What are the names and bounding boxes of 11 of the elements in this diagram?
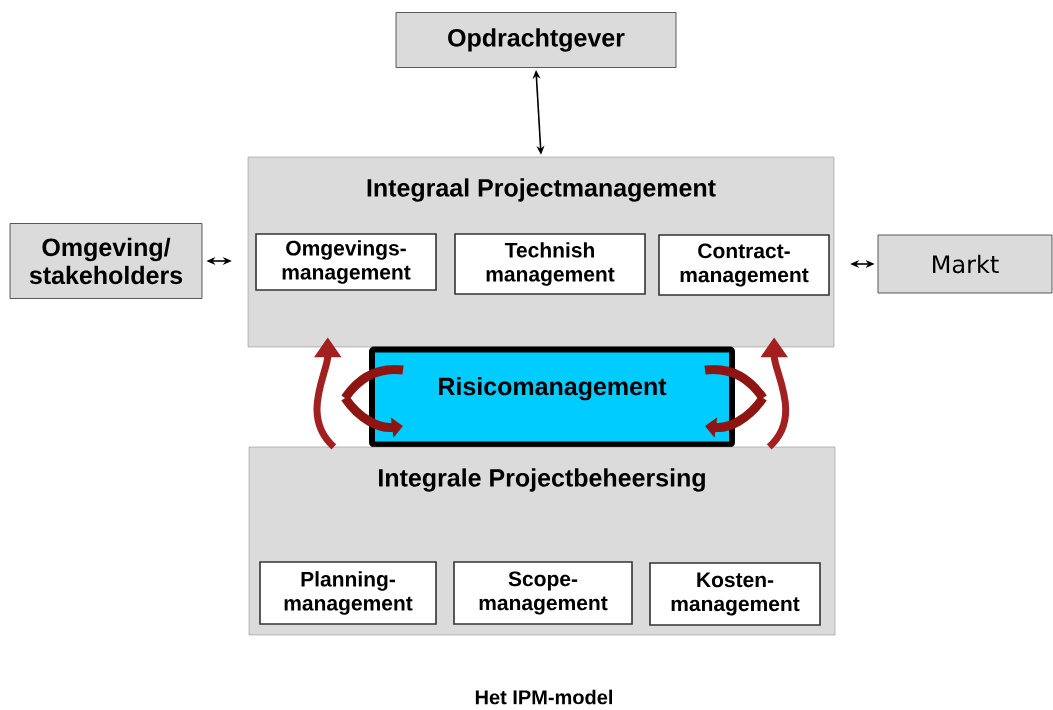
discipline-box: Technish management <box>454 233 646 295</box>
stakeholder-box: Opdrachtgever <box>395 12 677 68</box>
risk-box: Risicomanagement <box>369 346 735 448</box>
stakeholder-box: Markt <box>877 234 1053 294</box>
discipline-box: Kosten- management <box>649 562 821 626</box>
discipline-box: Scope- management <box>453 561 633 625</box>
discipline-box: Contract- management <box>658 234 830 296</box>
discipline-box: Planning- management <box>259 561 437 625</box>
stakeholder-box: Omgeving/ stakeholders <box>9 223 203 299</box>
discipline-box: Omgevings- management <box>255 233 437 291</box>
caption: Het IPM-model <box>475 689 612 705</box>
